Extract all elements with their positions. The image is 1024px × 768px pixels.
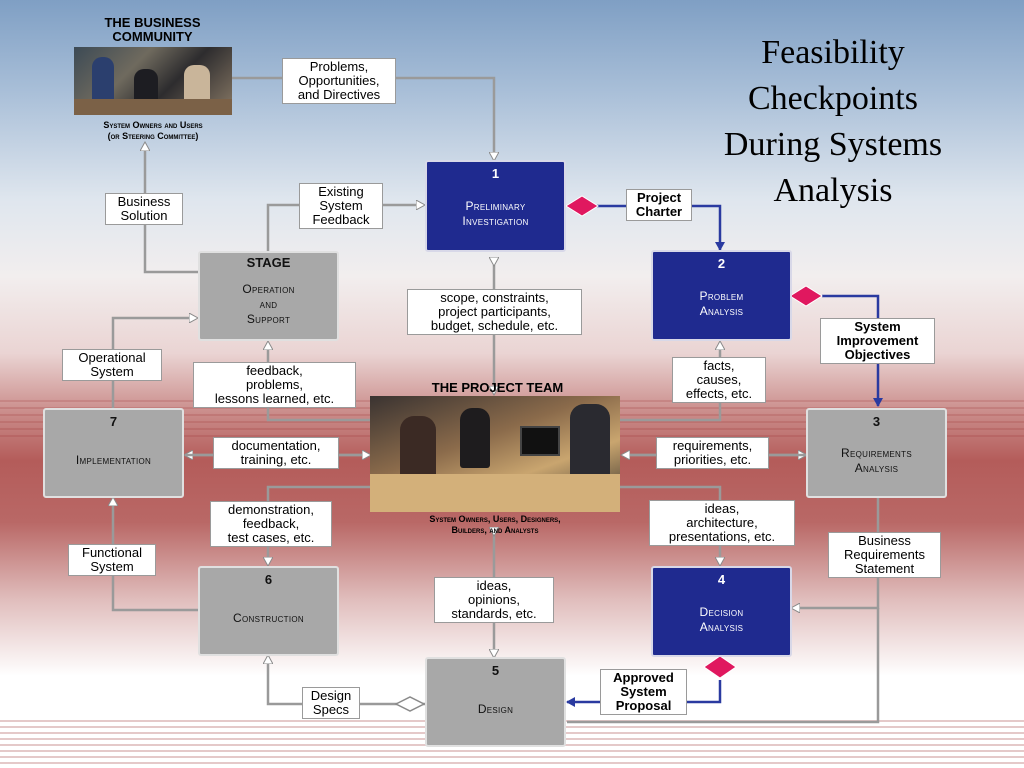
table-surface: [74, 99, 232, 115]
label-existing-system-feedback: Existing System Feedback: [299, 183, 383, 229]
label-business-solution: Business Solution: [105, 193, 183, 225]
person-figure: [92, 57, 114, 102]
business-community-heading: THE BUSINESS COMMUNITY: [104, 15, 201, 44]
design-specs-diamond: [394, 696, 426, 712]
phase-construction[interactable]: 6 Construction: [198, 566, 339, 656]
phase-number: 2: [717, 256, 726, 271]
phase-preliminary-investigation[interactable]: 1 Preliminary Investigation: [425, 160, 566, 252]
slide-title: Feasibility Checkpoints During Systems A…: [723, 34, 943, 209]
label-ideas-architecture: ideas, architecture, presentations, etc.: [649, 500, 795, 546]
label-design-specs: Design Specs: [302, 687, 360, 719]
phase-title: Requirements Analysis: [841, 446, 912, 475]
phase-number: 7: [109, 414, 118, 429]
label-business-requirements-statement: Business Requirements Statement: [828, 532, 941, 578]
label-system-improvement-objectives: System Improvement Objectives: [820, 318, 935, 364]
phase-implementation[interactable]: 7 Implementation: [43, 408, 184, 498]
label-scope-constraints: scope, constraints, project participants…: [407, 289, 582, 335]
label-approved-system-proposal: Approved System Proposal: [600, 669, 687, 715]
label-facts-causes: facts, causes, effects, etc.: [672, 357, 766, 403]
phase-title: Preliminary Investigation: [462, 199, 529, 228]
phase-design[interactable]: 5 Design: [425, 657, 566, 747]
label-requirements-priorities: requirements, priorities, etc.: [656, 437, 769, 469]
phase-title: Decision Analysis: [699, 604, 744, 634]
stage-operation-and-support[interactable]: STAGE Operation and Support: [198, 251, 339, 341]
monitor: [520, 426, 560, 456]
phase-requirements-analysis[interactable]: 3 Requirements Analysis: [806, 408, 947, 498]
phase-number: 1: [491, 166, 500, 181]
label-problems-opportunities: Problems, Opportunities, and Directives: [282, 58, 396, 104]
phase-problem-analysis[interactable]: 2 Problem Analysis: [651, 250, 792, 341]
checkpoint-diamond-4: [703, 655, 737, 679]
project-team-heading: THE PROJECT TEAM: [431, 380, 564, 395]
phase-number: 6: [264, 572, 273, 587]
label-project-charter: Project Charter: [626, 189, 692, 221]
phase-number: 3: [872, 414, 881, 429]
business-community-caption: System Owners and Users (or Steering Com…: [103, 120, 203, 141]
phase-number: 5: [491, 663, 500, 678]
label-demonstration-feedback: demonstration, feedback, test cases, etc…: [210, 501, 332, 547]
phase-title: Implementation: [75, 452, 152, 467]
label-functional-system: Functional System: [68, 544, 156, 576]
stage-title: Operation and Support: [242, 281, 295, 326]
phase-title: Design: [477, 701, 514, 716]
phase-number: 4: [717, 572, 726, 587]
stage-header: STAGE: [246, 255, 291, 270]
label-feedback-problems: feedback, problems, lessons learned, etc…: [193, 362, 356, 408]
phase-decision-analysis[interactable]: 4 Decision Analysis: [651, 566, 792, 657]
label-ideas-opinions: ideas, opinions, standards, etc.: [434, 577, 554, 623]
table-surface: [370, 474, 620, 512]
project-team-photo: [370, 396, 620, 512]
business-community-photo: [74, 47, 232, 115]
checkpoint-diamond-1: [565, 195, 599, 217]
phase-title: Construction: [233, 610, 304, 625]
label-operational-system: Operational System: [62, 349, 162, 381]
phase-title: Problem Analysis: [699, 288, 744, 318]
person-figure: [460, 408, 490, 468]
project-team-caption: System Owners, Users, Designers, Builder…: [429, 514, 561, 535]
checkpoint-diamond-2: [789, 285, 823, 307]
label-documentation-training: documentation, training, etc.: [213, 437, 339, 469]
